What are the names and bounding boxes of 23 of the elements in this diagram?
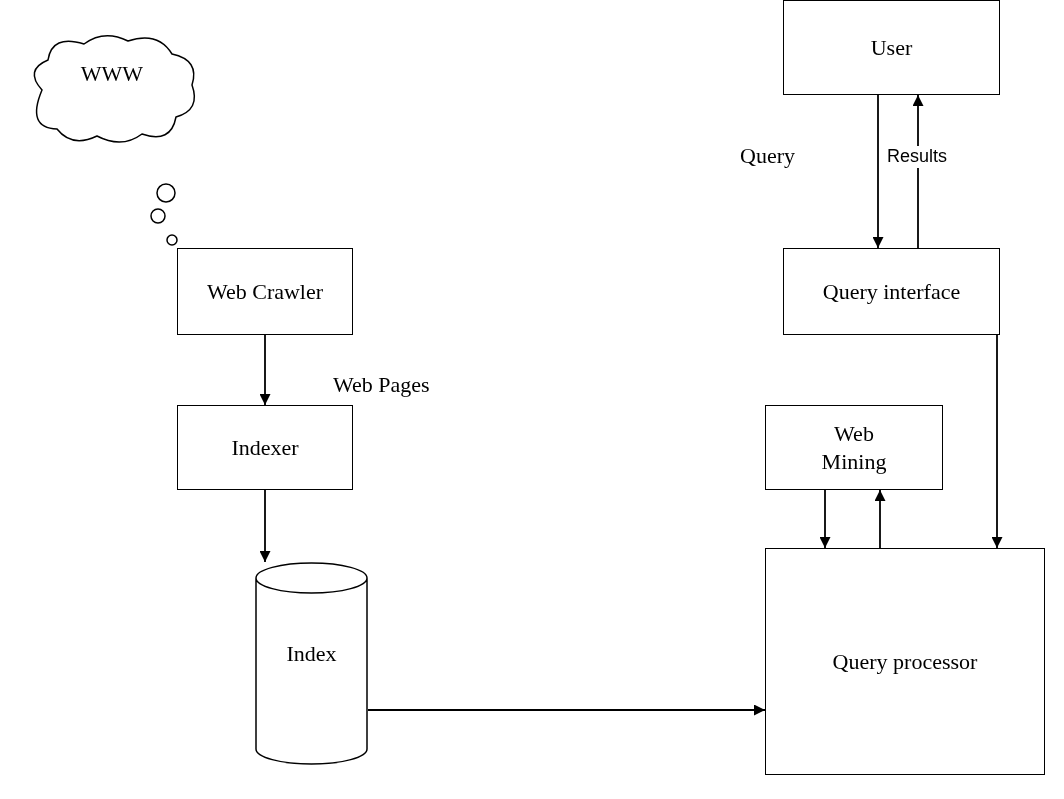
node-label: Query interface (822, 277, 961, 306)
arrow (819, 489, 831, 549)
arrow (872, 94, 884, 249)
process-box (783, 248, 1000, 335)
process-box (765, 405, 943, 490)
arrow (991, 334, 1003, 549)
node-label: Indexer (231, 433, 299, 462)
arrow (259, 489, 271, 563)
edge-label: Results (887, 146, 948, 168)
node-label: User (870, 33, 913, 62)
database-cylinder (255, 562, 368, 765)
arrow (259, 334, 271, 406)
process-box (177, 248, 353, 335)
node-label: WWW (80, 60, 144, 88)
process-box (177, 405, 353, 490)
arrow (367, 704, 766, 716)
process-box (783, 0, 1000, 95)
node-label: Index (286, 639, 337, 668)
node-label: Web Crawler (206, 277, 324, 306)
node-label: Query processor (832, 647, 978, 676)
arrow (874, 489, 886, 549)
process-box (765, 548, 1045, 775)
node-label: Web Mining (820, 420, 888, 475)
